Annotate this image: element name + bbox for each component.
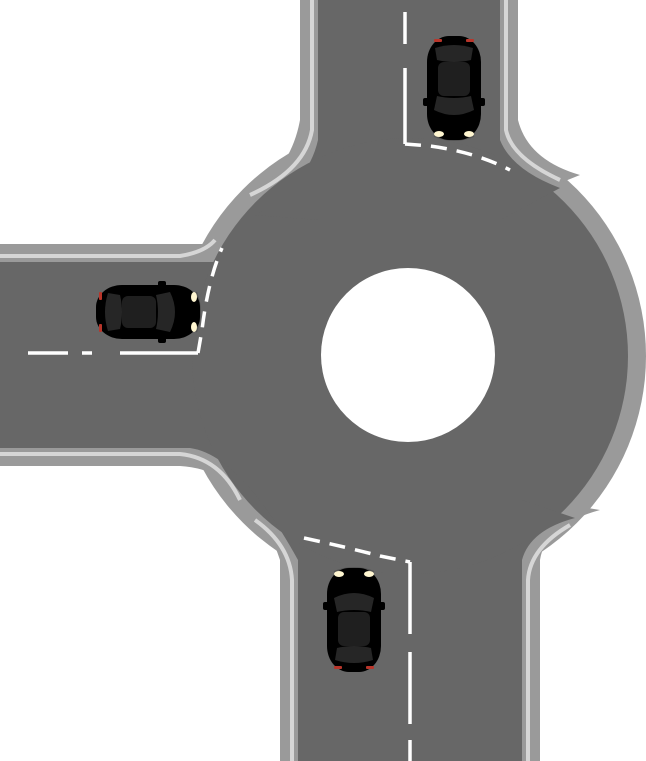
car-south: [323, 568, 385, 672]
central-island: [321, 268, 495, 442]
car-west: [96, 281, 200, 343]
car-north: [423, 36, 485, 140]
